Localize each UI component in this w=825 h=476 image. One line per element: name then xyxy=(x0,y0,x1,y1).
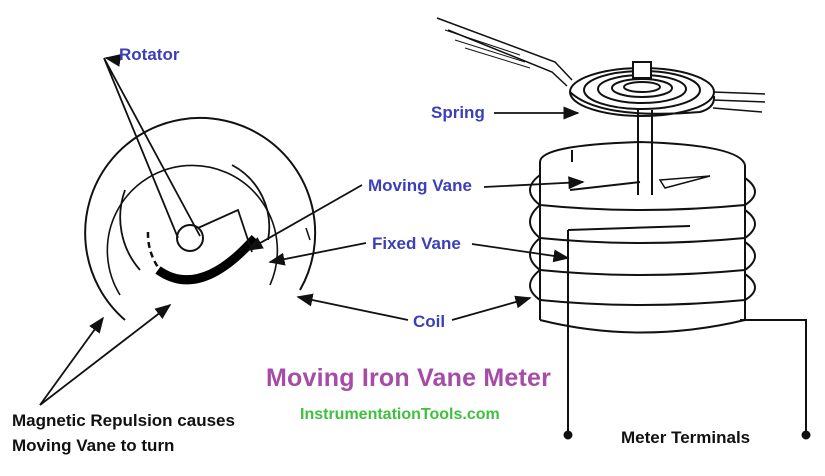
repulsion-caption-line2: Moving Vane to turn xyxy=(12,436,175,455)
moving-vane-label: Moving Vane xyxy=(368,176,472,195)
moving-vane-arrow-right xyxy=(483,176,585,190)
diagram-title: Moving Iron Vane Meter xyxy=(266,364,552,392)
inner-arc-top xyxy=(231,164,271,241)
repulsion-arrow-2 xyxy=(39,304,172,406)
moving-vane-arrow-left xyxy=(246,184,363,251)
coil-arrow-left xyxy=(296,293,409,321)
fixed-vane-arrow-right xyxy=(471,243,570,263)
fixed-vane-label: Fixed Vane xyxy=(372,234,461,253)
leader-arrows xyxy=(39,54,585,406)
coil-arrow-right xyxy=(451,295,532,321)
moving-vane-shape xyxy=(155,235,259,285)
rotator-label: Rotator xyxy=(119,45,180,64)
inner-arc-left xyxy=(119,189,141,271)
cross-section-view xyxy=(84,57,317,321)
repulsion-caption-line1: Magnetic Repulsion causes xyxy=(12,411,235,430)
fixed-vane-dashed xyxy=(146,231,162,271)
website-watermark: InstrumentationTools.com xyxy=(300,406,500,423)
pivot-circle xyxy=(176,224,204,252)
inner-ring xyxy=(106,164,279,296)
spring-label: Spring xyxy=(431,103,485,122)
meter-terminals-label: Meter Terminals xyxy=(621,428,751,447)
rotator-pointer xyxy=(103,57,201,239)
coil-label: Coil xyxy=(413,312,446,331)
coil-3d-view xyxy=(436,17,811,440)
fixed-vane-arrow-left xyxy=(268,242,367,266)
rotator-arrow xyxy=(104,54,122,67)
repulsion-arrow-1 xyxy=(39,316,104,406)
